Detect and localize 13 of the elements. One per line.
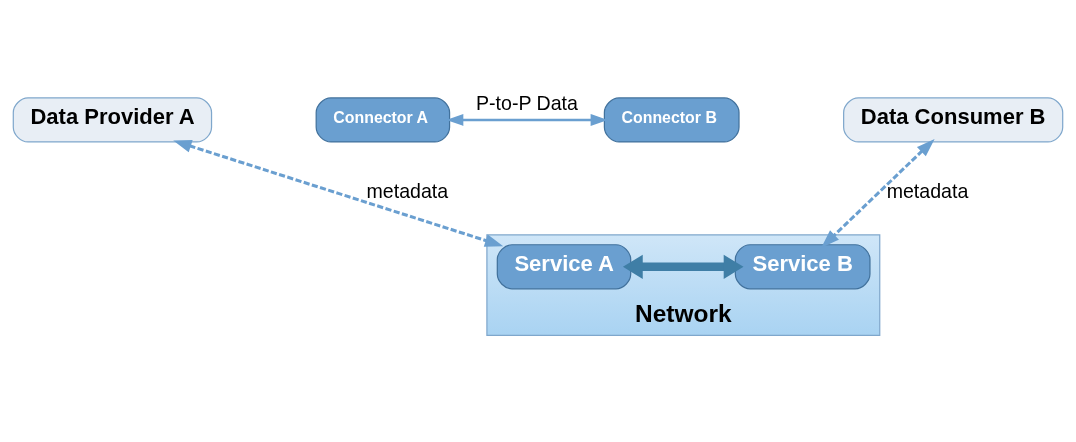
node-box: Service B: [734, 243, 871, 289]
edge-label: metadata: [366, 179, 449, 202]
edge-label: metadata: [886, 179, 969, 202]
node-box: Data Consumer B: [843, 96, 1064, 143]
node-box: Connector B: [603, 96, 740, 143]
arrow: [821, 138, 935, 248]
edge-label: P-to-P Data: [476, 91, 578, 114]
node-box: Data Provider A: [12, 96, 213, 143]
node-box: Service A: [496, 243, 632, 289]
arrow: [446, 113, 608, 126]
node-box: Connector A: [315, 96, 451, 143]
arrow: [173, 139, 504, 247]
arrow: [622, 254, 744, 279]
